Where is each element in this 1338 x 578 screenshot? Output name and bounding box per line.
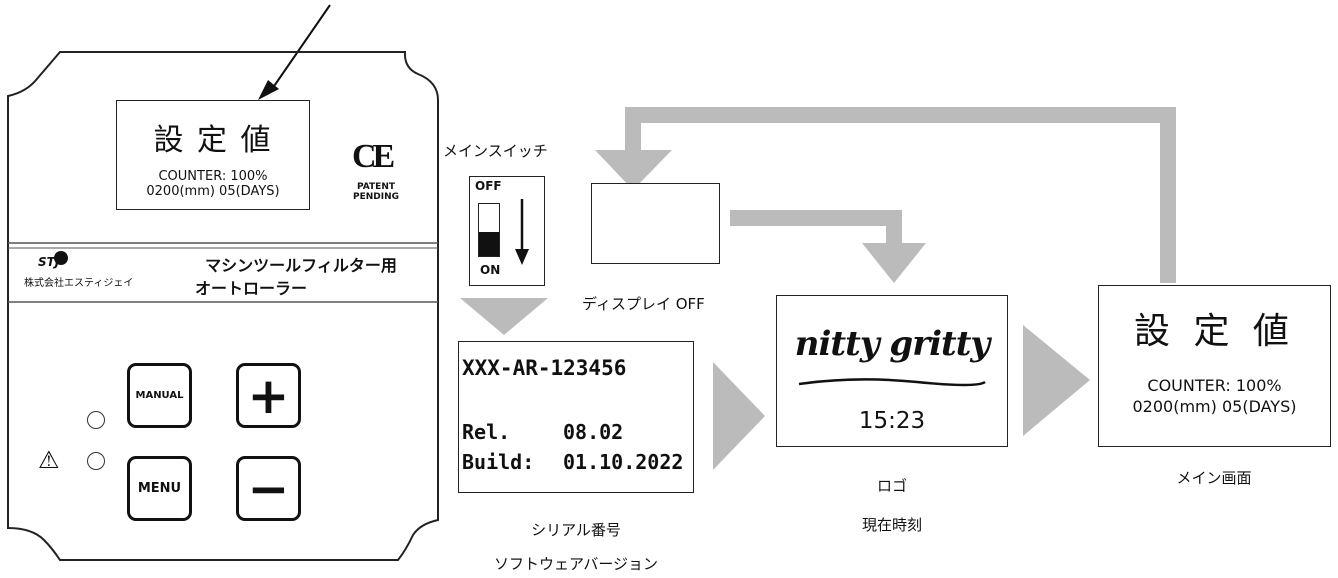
- company-name: 株式会社エスティジェイ: [24, 278, 134, 289]
- brand-logo: nitty gritty: [794, 324, 990, 364]
- main-screen-title: 設 定 値: [1134, 311, 1295, 352]
- serial-caption: シリアル番号: [531, 521, 621, 539]
- logo-screen: nitty gritty 15:23: [776, 295, 1008, 447]
- switch-knob: [479, 232, 499, 256]
- switch-slider[interactable]: [478, 203, 500, 257]
- main-switch-label: メインスイッチ: [443, 142, 548, 160]
- switch-on-label: ON: [480, 263, 501, 277]
- main-screen-line1: COUNTER: 100%: [1147, 376, 1282, 395]
- status-led-top: [87, 411, 105, 429]
- panel-display-line2: 0200(mm) 05(DAYS): [146, 184, 280, 199]
- main-screen-caption: メイン画面: [1176, 469, 1252, 487]
- serial-to-logo-arrow: [713, 362, 765, 470]
- version-caption: ソフトウェアバージョン: [493, 555, 659, 573]
- panel-display-line1: COUNTER: 100%: [158, 169, 268, 184]
- ce-mark-icon: CE: [352, 138, 395, 175]
- time-caption: 現在時刻: [861, 516, 922, 534]
- pointer-arrow-line: [269, 4, 331, 93]
- warning-icon: ⚠: [38, 446, 60, 474]
- display-off-label: ディスプレイ OFF: [582, 295, 705, 313]
- manual-button[interactable]: MANUAL: [127, 363, 192, 428]
- pointer-arrow-head: [258, 80, 279, 100]
- build-value: 01.10.2022: [563, 450, 684, 474]
- switch-down-arrow-icon: [515, 199, 529, 265]
- pending-text: PENDING: [352, 192, 399, 202]
- displayoff-to-logo-path: [730, 210, 902, 243]
- serial-number: XXX-AR-123456: [462, 356, 627, 380]
- brand-logo-underline: [798, 378, 986, 387]
- main-screen-line2: 0200(mm) 05(DAYS): [1132, 397, 1297, 416]
- display-off-screen: [591, 183, 720, 264]
- patent-text: PATENT: [357, 182, 395, 192]
- logo-caption: ロゴ: [876, 477, 907, 495]
- build-label: Build:: [462, 450, 535, 474]
- menu-button[interactable]: MENU: [127, 456, 192, 521]
- company-logo-icon: [54, 251, 68, 265]
- device-panel-outline: [7, 51, 439, 561]
- rel-label: Rel.: [462, 420, 511, 444]
- displayoff-to-logo-arrowhead: [862, 243, 926, 283]
- clock-time: 15:23: [858, 408, 926, 434]
- serial-screen: XXX-AR-123456 Rel. 08.02 Build: 01.10.20…: [458, 341, 694, 493]
- plus-button[interactable]: +: [236, 363, 301, 428]
- switch-off-label: OFF: [475, 179, 502, 193]
- switch-to-serial-arrow: [460, 298, 548, 335]
- panel-display-title: 設 定 値: [153, 123, 273, 158]
- main-switch[interactable]: OFF ON: [469, 176, 545, 286]
- logo-to-main-arrow: [1023, 325, 1090, 436]
- minus-button[interactable]: −: [236, 456, 301, 521]
- panel-display: 設 定 値 COUNTER: 100% 0200(mm) 05(DAYS): [116, 100, 310, 210]
- product-name-line1: マシンツールフィルター用: [205, 256, 397, 275]
- rel-value: 08.02: [563, 420, 624, 444]
- product-name-line2: オートローラー: [194, 279, 307, 298]
- main-screen: 設 定 値 COUNTER: 100% 0200(mm) 05(DAYS): [1098, 285, 1331, 447]
- company-logo-text: STJ: [38, 255, 60, 269]
- status-led-bottom: [87, 452, 105, 470]
- patent-pending: PATENT PENDING: [350, 182, 402, 202]
- loop-back-arrowhead: [595, 150, 672, 190]
